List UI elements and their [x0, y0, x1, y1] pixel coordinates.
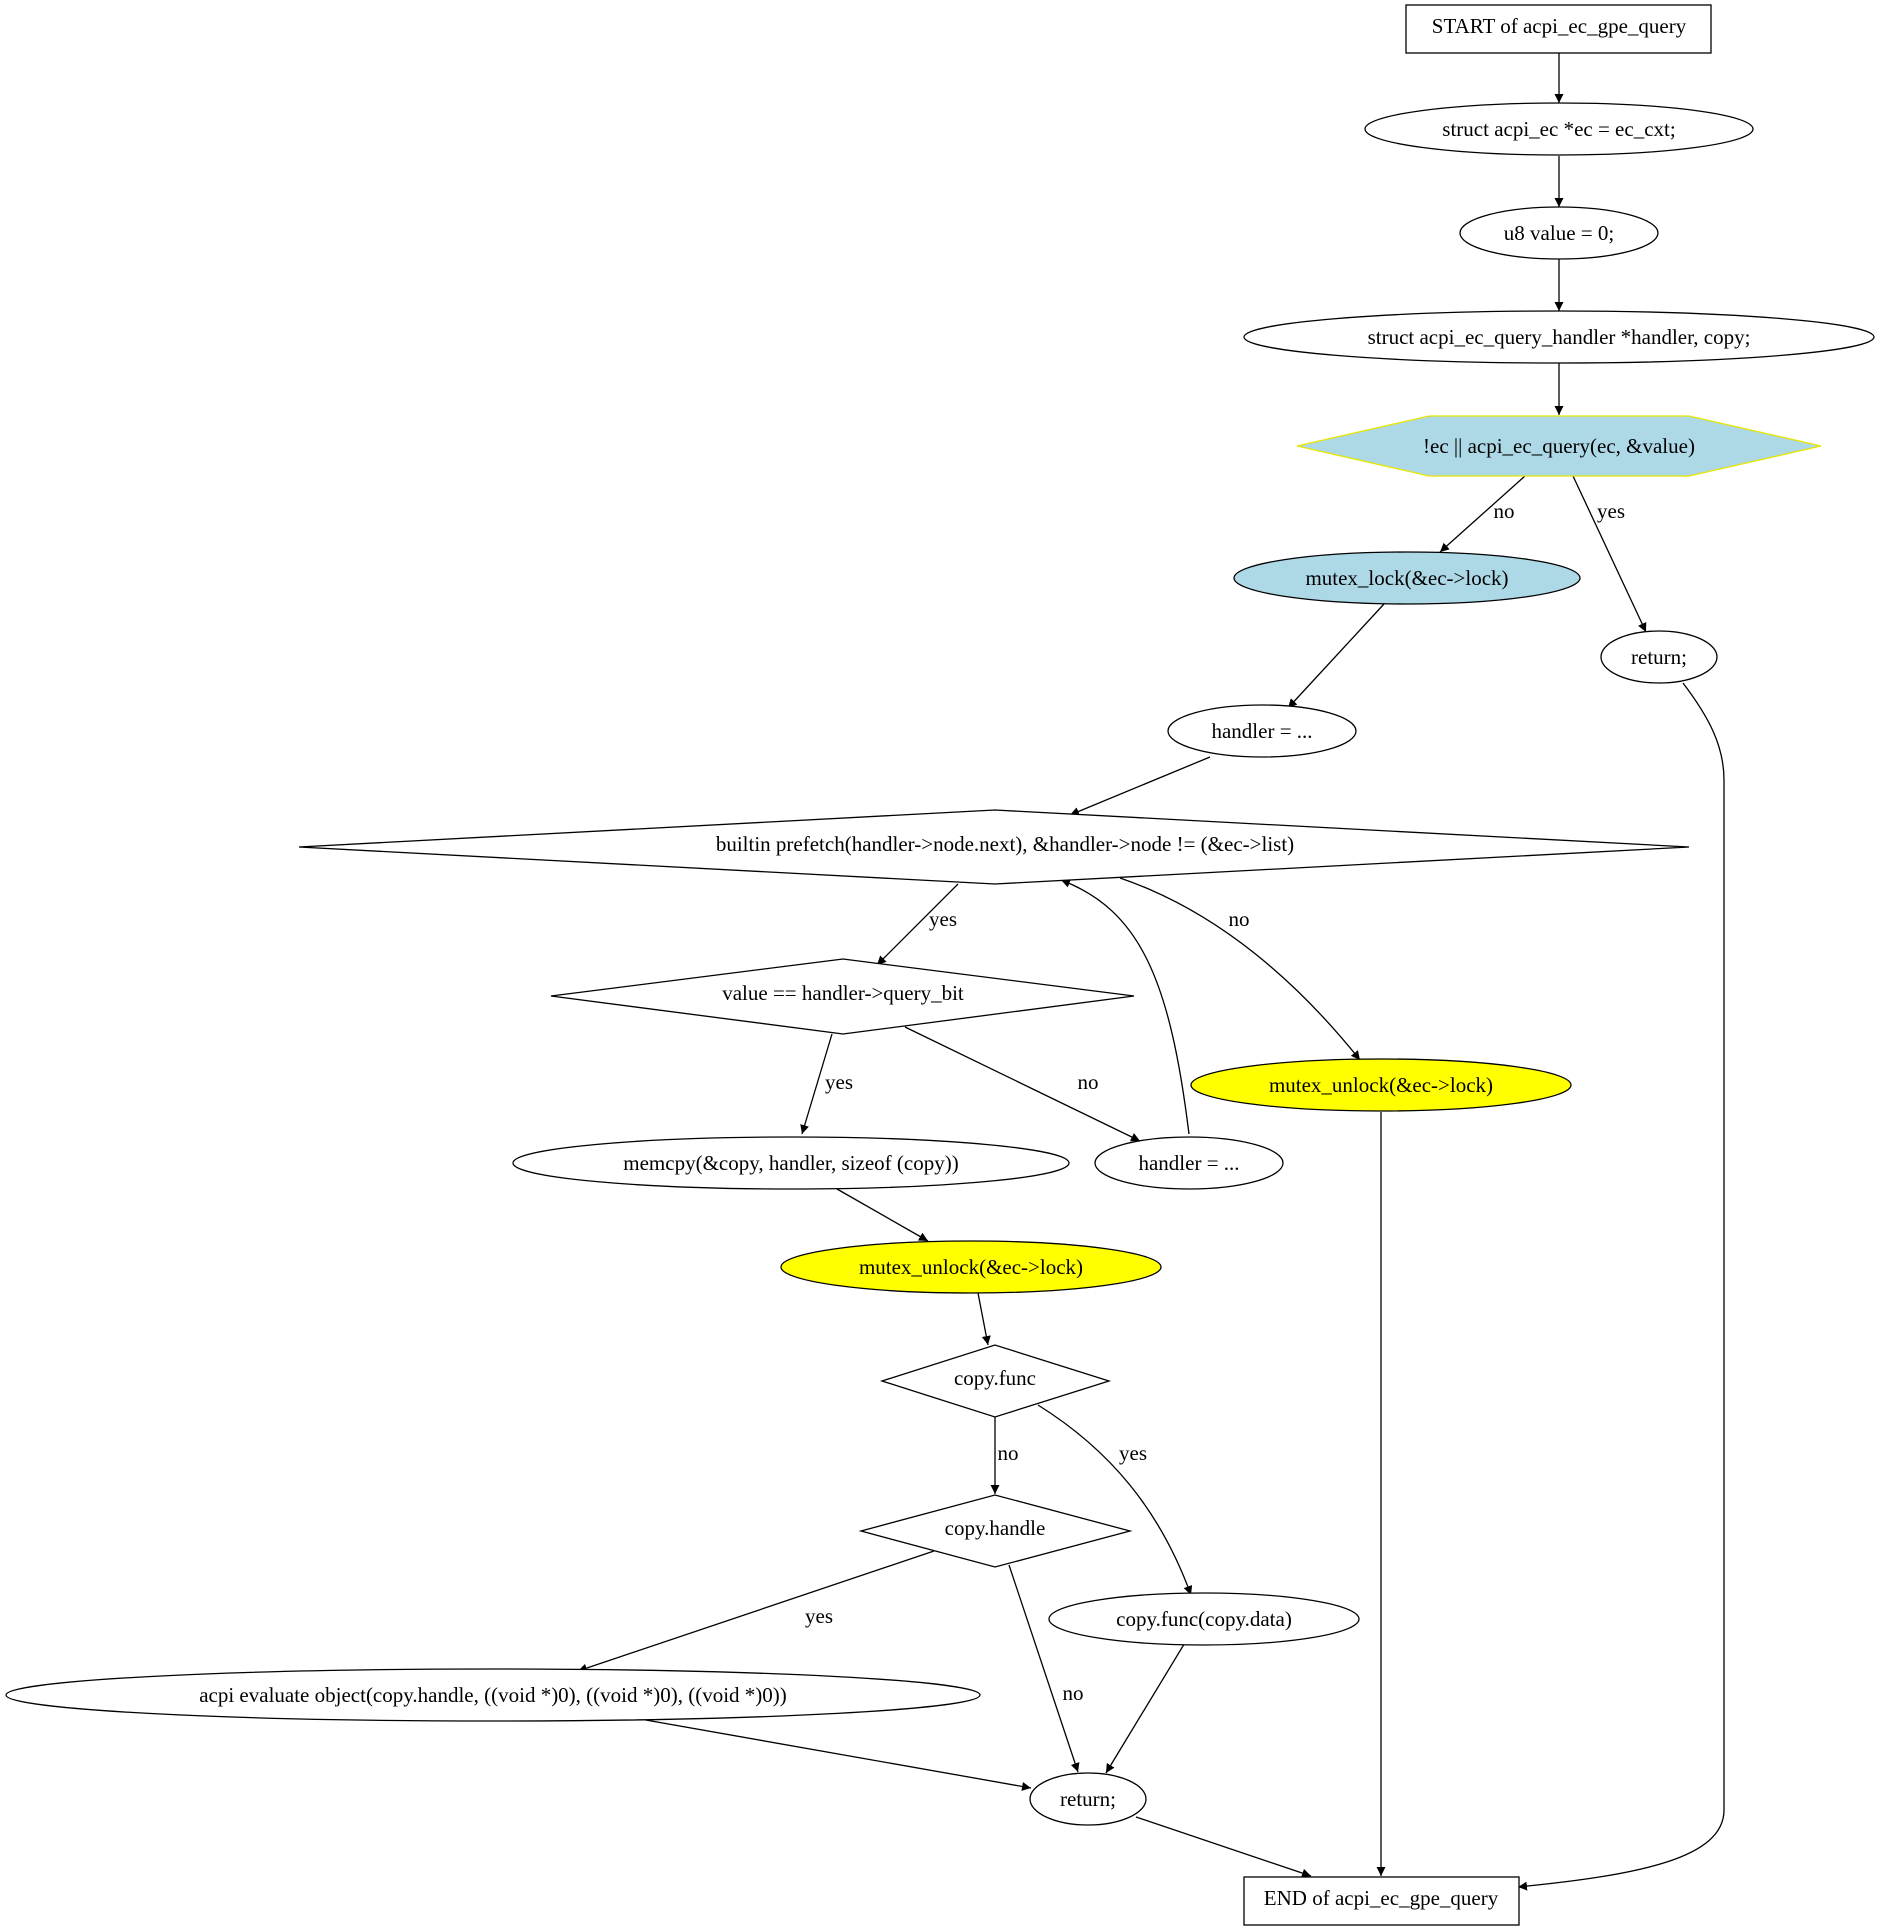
label-loop-no: no [1229, 907, 1250, 931]
edge-acpi-evaluate-to-return [639, 1718, 1032, 1791]
node-memcpy: memcpy(&copy, handler, sizeof (copy)) [512, 1136, 1070, 1190]
edge-cond-query-no [1439, 475, 1526, 553]
node-loop-cond-label: builtin prefetch(handler->node.next), &h… [716, 832, 1294, 856]
edge-copy-handle-yes [577, 1550, 935, 1673]
edge-handler-next-to-loop [1060, 878, 1190, 1135]
edge-copy-func-call-to-return [1105, 1640, 1187, 1774]
edge-query-bit-yes [800, 1033, 833, 1135]
label-loop-yes: yes [929, 907, 957, 931]
edge-cond-query-yes [1572, 475, 1647, 633]
node-start-label: START of acpi_ec_gpe_query [1432, 14, 1687, 38]
edge-mutex-lock-to-handler-init [1287, 603, 1385, 709]
edge-labels: no yes yes no yes no no yes yes no [805, 499, 1625, 1705]
node-value-decl: u8 value = 0; [1459, 206, 1659, 260]
label-query-bit-yes: yes [825, 1070, 853, 1094]
node-handler-next: handler = ... [1094, 1136, 1284, 1190]
label-query-bit-no: no [1078, 1070, 1099, 1094]
node-copy-func-call: copy.func(copy.data) [1048, 1592, 1360, 1646]
node-mutex-lock: mutex_lock(&ec->lock) [1233, 551, 1581, 605]
node-cond-query-label: !ec || acpi_ec_query(ec, &value) [1423, 434, 1695, 458]
node-handler-init-label: handler = ... [1211, 719, 1312, 743]
node-copy-func-cond-label: copy.func [954, 1366, 1036, 1390]
edge-copy-func-yes [1037, 1404, 1193, 1596]
node-acpi-evaluate-label: acpi evaluate object(copy.handle, ((void… [199, 1683, 787, 1707]
node-ec-decl: struct acpi_ec *ec = ec_cxt; [1364, 102, 1754, 156]
node-mutex-unlock-found-label: mutex_unlock(&ec->lock) [859, 1255, 1083, 1279]
node-handler-decl: struct acpi_ec_query_handler *handler, c… [1243, 310, 1875, 364]
node-copy-func-cond: copy.func [879, 1344, 1112, 1418]
node-loop-cond: builtin prefetch(handler->node.next), &h… [298, 809, 1690, 885]
node-return-final: return; [1029, 1772, 1147, 1826]
node-query-bit-cond: value == handler->query_bit [550, 958, 1135, 1035]
edge-handler-init-to-loop [1069, 756, 1211, 816]
node-memcpy-label: memcpy(&copy, handler, sizeof (copy)) [623, 1151, 958, 1175]
node-handler-next-label: handler = ... [1138, 1151, 1239, 1175]
node-return-early: return; [1600, 630, 1718, 684]
label-copy-func-no: no [998, 1441, 1019, 1465]
edge-memcpy-to-mutex-unlock [836, 1188, 929, 1242]
edge-return-early-to-end [1517, 682, 1725, 1891]
node-cond-query: !ec || acpi_ec_query(ec, &value) [1296, 415, 1822, 477]
label-cond-query-yes: yes [1597, 499, 1625, 523]
node-mutex-lock-label: mutex_lock(&ec->lock) [1305, 566, 1508, 590]
node-end: END of acpi_ec_gpe_query [1243, 1876, 1520, 1926]
label-cond-query-no: no [1494, 499, 1515, 523]
node-mutex-unlock-found: mutex_unlock(&ec->lock) [780, 1240, 1162, 1294]
node-copy-handle-cond-label: copy.handle [945, 1516, 1046, 1540]
node-return-final-label: return; [1060, 1787, 1116, 1811]
node-handler-decl-label: struct acpi_ec_query_handler *handler, c… [1368, 325, 1751, 349]
edges [577, 53, 1725, 1891]
node-mutex-unlock-exit: mutex_unlock(&ec->lock) [1190, 1058, 1572, 1112]
label-copy-func-yes: yes [1119, 1441, 1147, 1465]
label-copy-handle-yes: yes [805, 1604, 833, 1628]
edge-mutex-unlock-to-copy-func [977, 1292, 991, 1346]
label-copy-handle-no: no [1063, 1681, 1084, 1705]
node-acpi-evaluate: acpi evaluate object(copy.handle, ((void… [5, 1668, 981, 1722]
edge-copy-handle-no [1008, 1564, 1080, 1773]
nodes: START of acpi_ec_gpe_query struct acpi_e… [5, 4, 1875, 1926]
node-value-decl-label: u8 value = 0; [1504, 221, 1614, 245]
node-return-early-label: return; [1631, 645, 1687, 669]
edge-loop-no [1119, 877, 1361, 1061]
node-ec-decl-label: struct acpi_ec *ec = ec_cxt; [1442, 117, 1675, 141]
edge-return-final-to-end [1135, 1816, 1312, 1878]
node-end-label: END of acpi_ec_gpe_query [1264, 1886, 1499, 1910]
node-start: START of acpi_ec_gpe_query [1405, 4, 1712, 54]
node-copy-func-call-label: copy.func(copy.data) [1116, 1607, 1292, 1631]
node-mutex-unlock-exit-label: mutex_unlock(&ec->lock) [1269, 1073, 1493, 1097]
edge-loop-yes [876, 883, 959, 966]
node-handler-init: handler = ... [1167, 704, 1357, 758]
edge-query-bit-no [904, 1026, 1141, 1142]
node-copy-handle-cond: copy.handle [858, 1494, 1133, 1568]
node-query-bit-cond-label: value == handler->query_bit [722, 981, 964, 1005]
